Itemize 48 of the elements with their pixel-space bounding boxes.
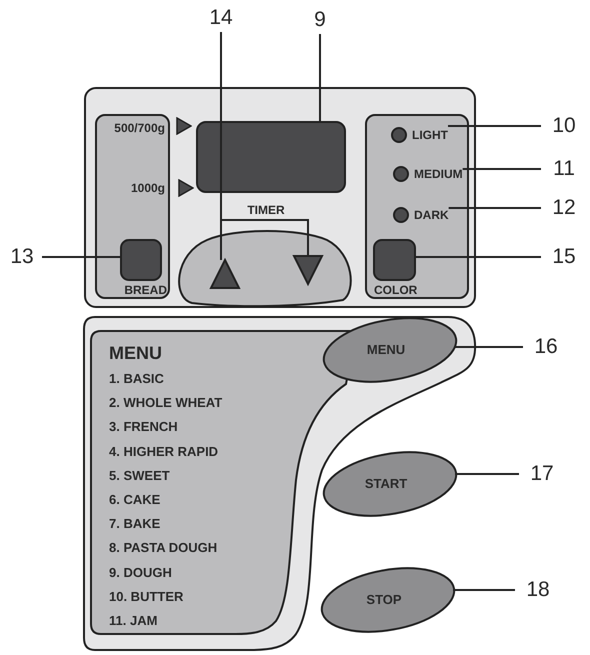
leader-line xyxy=(416,256,541,258)
callout-number: 16 xyxy=(526,335,566,359)
leader-line xyxy=(319,34,321,122)
display-screen xyxy=(196,121,346,193)
timer-label: TIMER xyxy=(246,204,286,216)
panel-label: BREAD xyxy=(123,284,167,296)
callout-number: 13 xyxy=(4,245,40,269)
panel-label: COLOR xyxy=(374,284,418,296)
menu-item: 3. FRENCH xyxy=(109,420,178,434)
panel-label: 500/700g xyxy=(113,122,165,134)
button-panel xyxy=(365,114,469,299)
menu-item: 11. JAM xyxy=(109,614,158,627)
push-button xyxy=(120,239,162,281)
callout-number: 18 xyxy=(518,578,558,602)
callout-number: 9 xyxy=(308,8,332,32)
indicator-label: LIGHT xyxy=(412,128,448,142)
menu-heading: MENU xyxy=(109,344,162,362)
callout-number: 14 xyxy=(206,6,236,30)
leader-line xyxy=(453,589,515,591)
button-label: STOP xyxy=(365,593,403,606)
callout-number: 12 xyxy=(544,196,584,220)
menu-item: 9. DOUGH xyxy=(109,566,172,579)
button-label: MENU xyxy=(366,343,406,356)
callout-number: 17 xyxy=(522,462,562,486)
leader-line xyxy=(455,346,523,348)
callout-number: 10 xyxy=(544,114,584,138)
menu-item: 10. BUTTER xyxy=(109,590,184,603)
leader-line xyxy=(42,256,120,258)
menu-item: 2. WHOLE WHEAT xyxy=(109,396,222,410)
menu-item: 7. BAKE xyxy=(109,517,160,530)
callout-number: 11 xyxy=(544,157,584,181)
menu-item: 8. PASTA DOUGH xyxy=(109,541,218,554)
panel-label: 1000g xyxy=(130,182,165,194)
button-panel xyxy=(95,114,170,299)
leader-line xyxy=(462,168,541,170)
menu-item: 4. HIGHER RAPID xyxy=(109,444,218,458)
menu-item: 6. CAKE xyxy=(109,493,160,506)
indicator-label: MEDIUM xyxy=(414,167,463,181)
push-button xyxy=(373,239,416,281)
menu-item: 1. BASIC xyxy=(109,372,164,385)
leader-line xyxy=(448,125,541,127)
menu-item: 5. SWEET xyxy=(109,468,170,482)
button-label: START xyxy=(364,477,408,490)
callout-number: 15 xyxy=(544,245,584,269)
leader-line xyxy=(448,207,541,209)
leader-line xyxy=(455,473,519,475)
indicator-label: DARK xyxy=(414,208,449,222)
control-panel xyxy=(84,87,476,308)
